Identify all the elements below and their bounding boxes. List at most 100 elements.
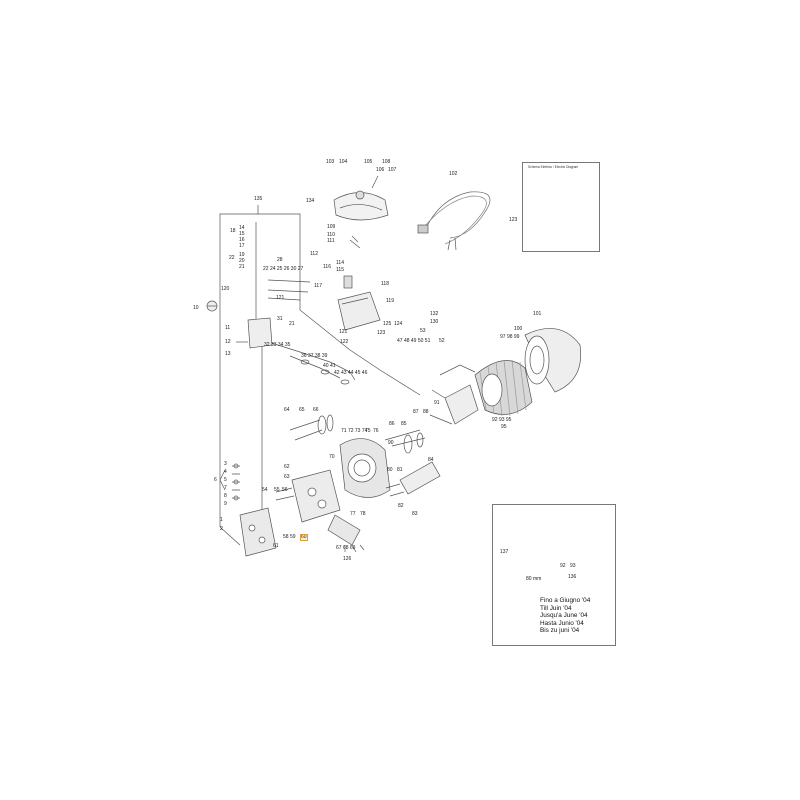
callout-21b: 21 [289,321,295,327]
callout-54: 54 [262,487,268,493]
callout-63: 63 [284,474,290,480]
callout-13: 13 [225,351,231,357]
stator-91 [444,384,479,425]
callout-81: 81 [397,467,403,473]
callout-118: 118 [381,281,389,287]
callout-22: 22 [229,255,235,261]
inset-note: Fino a Giugno '04 [540,597,591,604]
callout-114: 114 [336,260,344,266]
callout-78: 78 [360,511,366,517]
callout-91: 91 [434,400,440,406]
callout-62: 62 [284,464,290,470]
callout-80: 80 [387,467,393,473]
callout-53: 53 [420,328,426,334]
inset-notes: Fino a Giugno '04 Till Juin '04 Jusqu'a … [540,597,590,635]
callout-20: 20 [239,258,245,264]
callout-121: 121 [276,295,285,301]
callout-137: 137 [500,549,509,555]
callout-123-wiring: 123 [509,217,518,223]
callout-82: 82 [398,503,404,509]
callout-119: 119 [386,298,394,304]
callout-17: 17 [239,243,245,249]
base-block [239,507,277,557]
callout-5: 5 [224,477,227,483]
callout-132: 132 [430,311,439,317]
callout-130: 130 [430,319,439,325]
callout-10: 10 [193,305,199,311]
callout-21: 21 [239,264,245,270]
callout-row-58: 58 59 [283,534,296,540]
callout-56: 56 [282,487,288,493]
callout-77: 77 [350,511,356,517]
callout-125: 125 [383,321,392,327]
callout-85: 85 [401,421,407,427]
callout-124: 124 [394,321,403,327]
wiring-diagram-box [522,162,600,252]
callout-136: 136 [568,574,577,580]
callout-75: 75 [365,428,371,434]
callout-121b: 121 [339,329,348,335]
callout-row-67: 67 68 69 [336,545,356,551]
callout-93-inset: 93 [570,563,576,569]
callout-116: 116 [323,264,331,270]
callout-row-97: 97 98 99 [500,334,520,340]
callout-105: 105 [364,159,373,165]
callout-18: 18 [230,228,236,234]
callout-1: 1 [220,517,223,523]
callout-115: 115 [336,267,344,273]
callout-110: 110 [327,232,335,238]
callout-111: 111 [327,238,335,244]
callout-7: 7 [224,485,227,491]
callout-row-42: 42 43 44 45 46 [334,370,368,376]
callout-70: 70 [329,454,335,460]
callout-112: 112 [310,251,318,257]
callout-66: 66 [313,407,319,413]
frame-leader-135 [219,205,259,527]
callout-103: 103 [326,159,335,165]
callout-6: 6 [214,477,217,483]
callout-52: 52 [439,338,445,344]
callout-134: 134 [306,198,315,204]
callout-55: 55 [274,487,280,493]
callout-100: 100 [514,326,523,332]
callout-row-36: 36 37 38 39 [301,353,328,359]
callout-117: 117 [314,283,322,289]
inset-note: Hasta Junio '04 [540,619,584,627]
callout-12: 12 [225,339,231,345]
callout-row-92: 92 93 95 [492,417,512,423]
callout-123-small: 123 [377,330,386,336]
callout-106: 106 [376,167,385,173]
callout-76: 76 [373,428,379,434]
callout-87: 87 [413,409,419,415]
callout-84: 84 [428,457,434,463]
callout-15: 15 [239,231,245,237]
callout-61: 61 [273,543,279,549]
callout-row-22-27: 22 24 25 26 30 27 [263,266,304,272]
callout-row-32: 32 33 34 35 [264,342,291,348]
callout-19: 19 [239,252,245,258]
callout-28: 28 [277,257,283,263]
callout-16: 16 [239,237,245,243]
callout-90: 90 [388,440,394,446]
callout-83: 83 [412,511,418,517]
callout-8: 8 [224,493,227,499]
inset-note: Jusqu'a June '04 [540,612,588,620]
callout-row-40: 40 41 [323,363,336,369]
callout-64: 64 [284,407,290,413]
cover-housing [333,192,389,221]
callout-92-inset: 92 [560,563,566,569]
callout-135: 135 [254,196,263,202]
callout-9: 9 [224,501,227,507]
inset-note: Bis zu juni '04 [540,627,580,635]
callout-14: 14 [239,225,245,231]
switch-box [337,291,381,331]
callout-86: 86 [389,421,395,427]
inset-note: Till Juin '04 [540,604,572,612]
callout-88: 88 [423,409,429,415]
cylinder-84 [399,461,441,495]
callout-126: 126 [343,556,352,562]
wiring-diagram-title: Schema Elettrico / Electric Diagram [528,165,579,169]
callout-104: 104 [339,159,348,165]
